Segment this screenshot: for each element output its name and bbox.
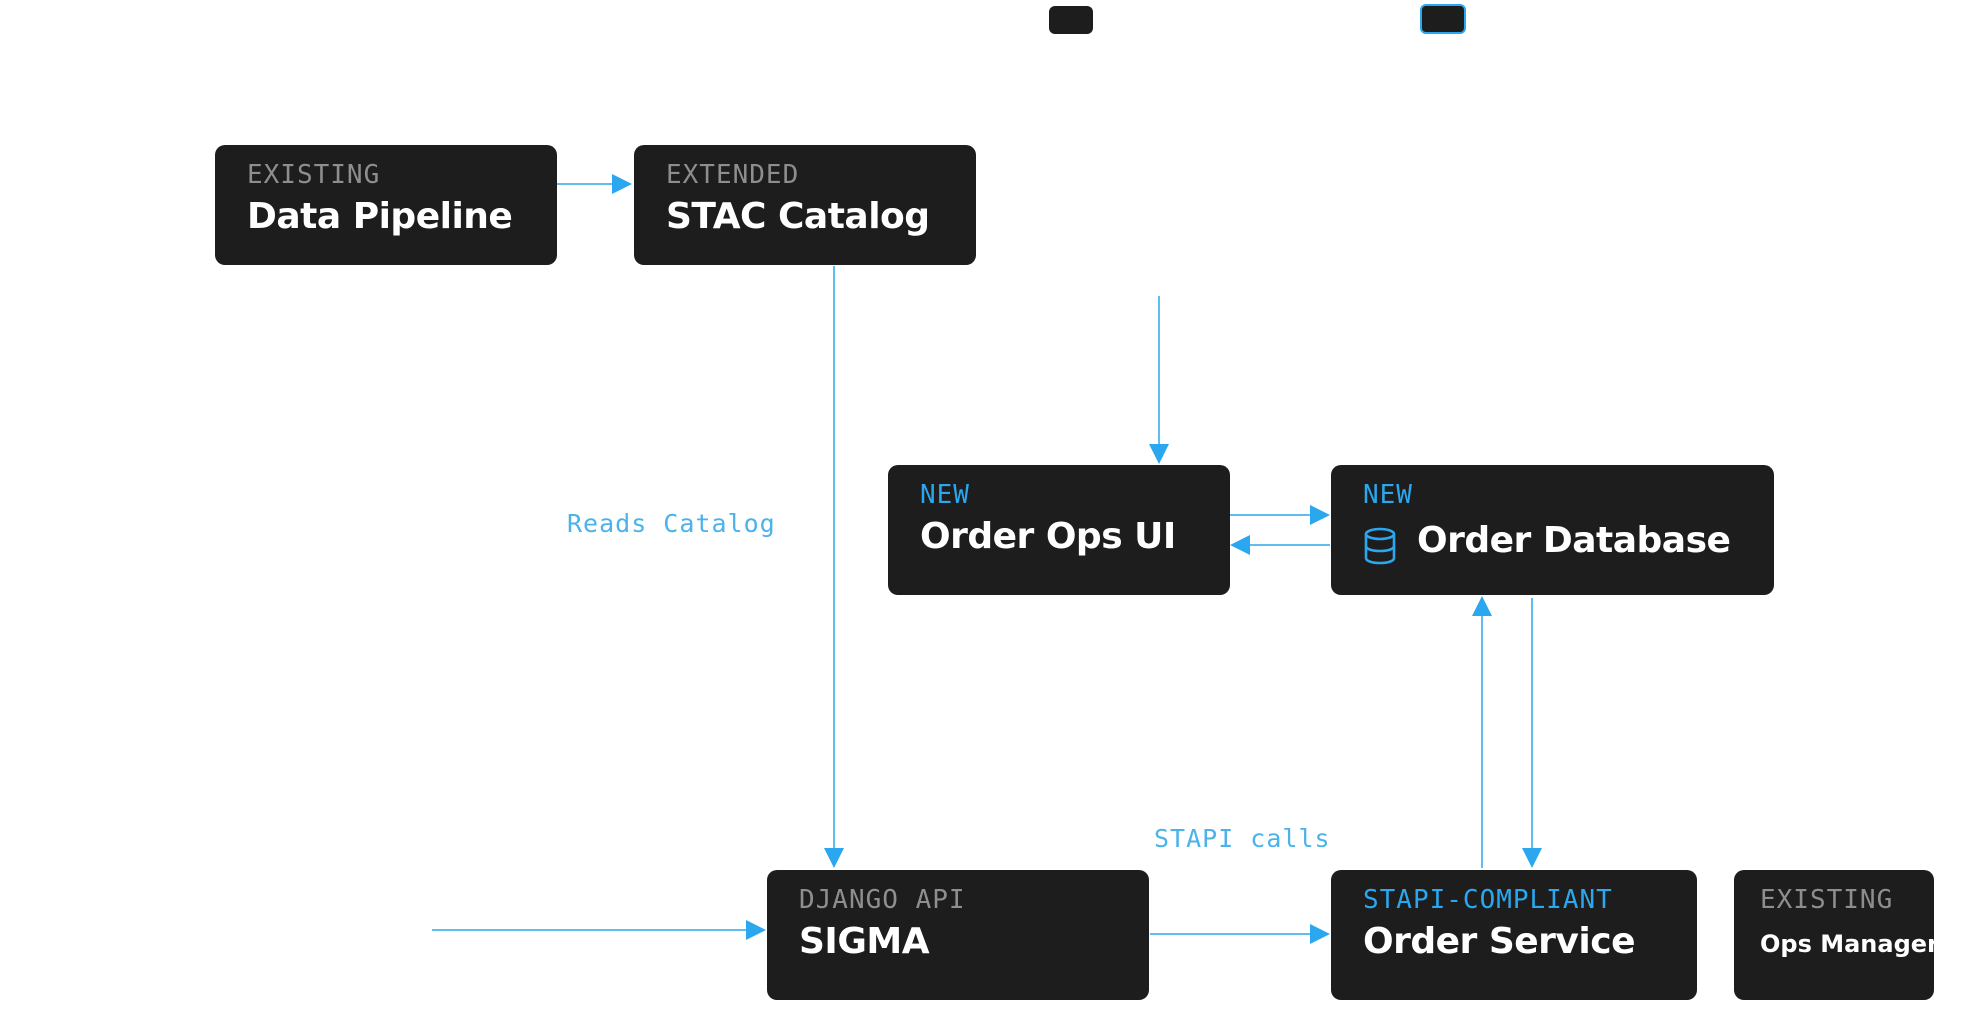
node-title: Order Ops UI <box>920 516 1176 557</box>
node-title: STAC Catalog <box>666 196 930 237</box>
node-title: SIGMA <box>799 921 930 962</box>
node-ops-manager[interactable]: EXISTING Ops Manager <box>1734 870 1939 1000</box>
node-tag: EXISTING <box>247 160 381 190</box>
edge-label-reads-catalog: Reads Catalog <box>567 509 776 538</box>
node-order-service[interactable]: STAPI-COMPLIANT Order Service <box>1331 870 1697 1000</box>
toolbar-chip-selected[interactable] <box>1420 4 1466 34</box>
node-order-database[interactable]: NEW Order Database <box>1331 465 1774 595</box>
node-data-pipeline[interactable]: EXISTING Data Pipeline <box>215 145 557 265</box>
node-tag: EXISTING <box>1760 885 1894 915</box>
node-tag: NEW <box>1363 480 1413 510</box>
node-tag: STAPI-COMPLIANT <box>1363 885 1613 915</box>
node-title: Order Database <box>1417 520 1731 561</box>
edge-label-stapi-calls: STAPI calls <box>1154 824 1331 853</box>
node-title: Order Service <box>1363 921 1636 962</box>
node-title-row: Order Database <box>1363 517 1742 565</box>
node-stac-catalog[interactable]: EXTENDED STAC Catalog <box>634 145 976 265</box>
node-sigma[interactable]: DJANGO API SIGMA <box>767 870 1149 1000</box>
node-tag: DJANGO API <box>799 885 966 915</box>
node-tag: EXTENDED <box>666 160 800 190</box>
node-title: Data Pipeline <box>247 196 513 237</box>
database-icon <box>1364 527 1396 565</box>
toolbar-chip[interactable] <box>1049 6 1093 34</box>
node-order-ops-ui[interactable]: NEW Order Ops UI <box>888 465 1230 595</box>
node-tag: NEW <box>920 480 970 510</box>
node-title: Ops Manager <box>1760 930 1939 958</box>
